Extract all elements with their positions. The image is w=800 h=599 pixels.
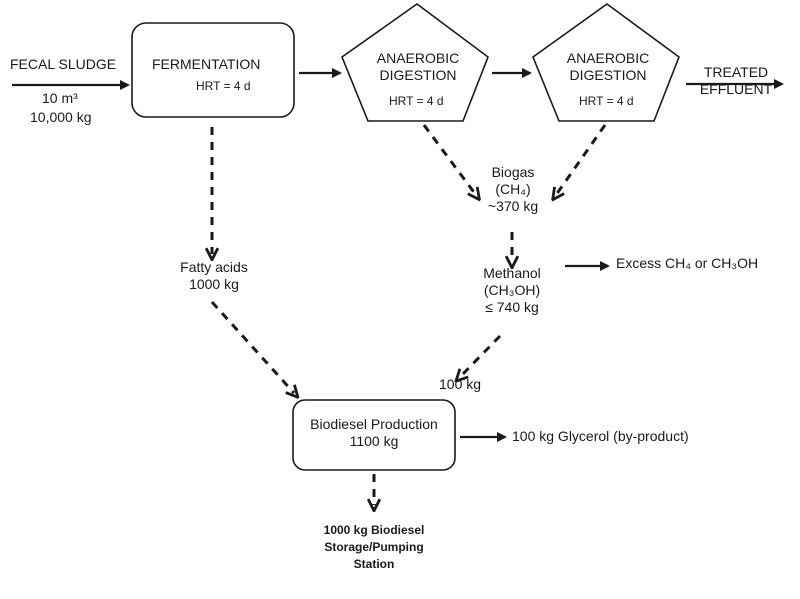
digester-1-label: ANAEROBIC DIGESTION	[376, 50, 460, 83]
excess-label: Excess CH₄ or CH₃OH	[616, 255, 759, 271]
treated-effluent-label: TREATED EFFLUENT	[699, 64, 773, 97]
arrow-digester-1-to-biogas	[422, 124, 476, 195]
arrow-digester-2-to-biogas	[556, 124, 607, 195]
fermentation-hrt: HRT = 4 d	[196, 79, 251, 93]
fermentation-title: FERMENTATION	[152, 56, 261, 72]
biodiesel-production-label: Biodiesel Production 1100 kg	[310, 416, 438, 449]
digester-2-label: ANAEROBIC DIGESTION	[566, 50, 650, 83]
digester-2-hrt: HRT = 4 d	[579, 94, 634, 108]
fatty-acids-label: Fatty acids 1000 kg	[180, 259, 248, 292]
biogas-label: Biogas (CH₄) ~370 kg	[487, 164, 539, 214]
glycerol-label: 100 kg Glycerol (by-product)	[512, 428, 689, 444]
methanol-feed-label: 100 kg	[439, 376, 482, 392]
fermentation-box	[131, 22, 295, 118]
anaerobic-digester-2	[532, 3, 680, 122]
methanol-label: Methanol (CH₃OH) ≤ 740 kg	[483, 265, 541, 315]
sludge-mass-label: 10,000 kg	[30, 109, 92, 125]
fecal-sludge-label: FECAL SLUDGE	[10, 56, 117, 72]
storage-label: 1000 kg Biodiesel Storage/Pumping Statio…	[323, 523, 425, 571]
arrow-fatty-acids-to-biodiesel	[210, 300, 294, 393]
anaerobic-digester-1	[341, 3, 489, 122]
digester-1-hrt: HRT = 4 d	[389, 94, 444, 108]
arrow-methanol-to-biodiesel	[460, 334, 502, 377]
biodiesel-production-box	[292, 399, 456, 471]
sludge-volume-label: 10 m³	[42, 90, 78, 106]
